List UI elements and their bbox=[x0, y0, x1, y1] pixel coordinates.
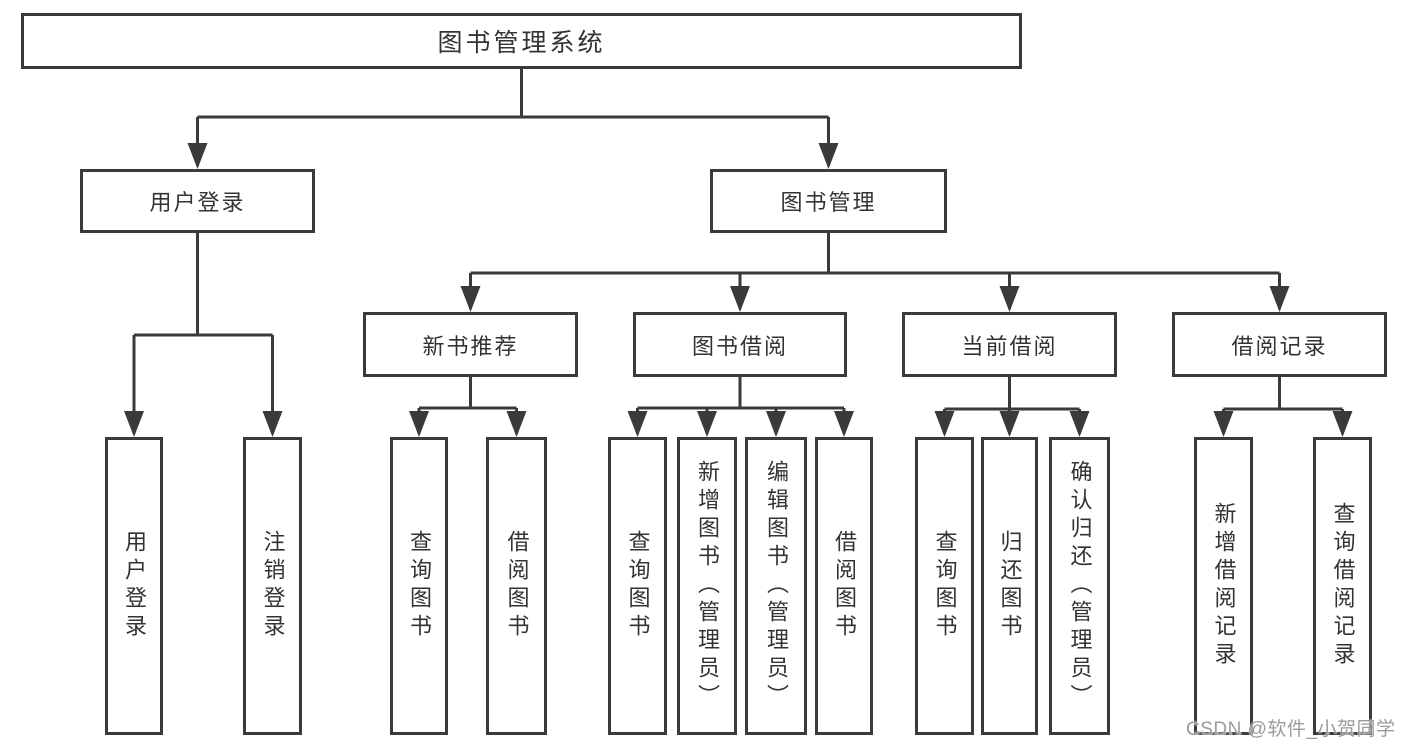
leaf-return-books: 归还图书 bbox=[981, 437, 1038, 735]
arrowhead bbox=[1213, 411, 1234, 437]
arrowhead bbox=[730, 286, 750, 312]
leaf-query-books-1: 查询图书 bbox=[390, 437, 448, 735]
leaf-query-books-3-label: 查询图书 bbox=[932, 530, 958, 642]
connector-root-to-level2 bbox=[196, 69, 830, 166]
arrowhead bbox=[999, 411, 1020, 437]
node-user-login: 用户登录 bbox=[80, 169, 315, 233]
node-new-book-recommend-label: 新书推荐 bbox=[422, 333, 519, 359]
leaf-confirm-return-admin: 确认归还（管理员） bbox=[1049, 437, 1110, 735]
node-current-borrow-label: 当前借阅 bbox=[961, 333, 1058, 359]
arrowhead bbox=[1269, 286, 1290, 312]
node-root: 图书管理系统 bbox=[21, 13, 1022, 69]
node-current-borrow: 当前借阅 bbox=[902, 312, 1117, 377]
arrowhead bbox=[262, 411, 283, 437]
arrowhead bbox=[697, 411, 717, 437]
arrowhead bbox=[1069, 411, 1090, 437]
connector-newbooks-to-leaves bbox=[417, 377, 518, 434]
arrowhead bbox=[409, 411, 429, 437]
leaf-edit-books-admin: 编辑图书（管理员） bbox=[745, 437, 807, 735]
node-book-borrow: 图书借阅 bbox=[633, 312, 847, 377]
node-root-label: 图书管理系统 bbox=[437, 29, 606, 57]
connector-records-to-leaves bbox=[1222, 377, 1344, 434]
leaf-borrow-books-2-label: 借阅图书 bbox=[832, 530, 857, 642]
connector-bookmgmt-to-level3 bbox=[469, 233, 1281, 309]
arrowhead bbox=[834, 411, 854, 437]
leaf-return-books-label: 归还图书 bbox=[997, 530, 1023, 642]
connector-userlogin-to-leaves bbox=[132, 233, 274, 434]
node-borrow-records: 借阅记录 bbox=[1172, 312, 1387, 377]
leaf-edit-books-admin-label: 编辑图书（管理员） bbox=[764, 460, 789, 712]
leaf-query-books-2: 查询图书 bbox=[608, 437, 667, 735]
arrowhead bbox=[818, 143, 839, 169]
leaf-borrow-books-2: 借阅图书 bbox=[815, 437, 873, 735]
leaf-user-login-label: 用户登录 bbox=[122, 530, 147, 642]
leaf-add-borrow-record: 新增借阅记录 bbox=[1194, 437, 1253, 735]
leaf-query-books-2-label: 查询图书 bbox=[625, 530, 651, 642]
arrowhead bbox=[124, 411, 144, 437]
arrowhead bbox=[934, 411, 955, 437]
leaf-borrow-books-1: 借阅图书 bbox=[486, 437, 547, 735]
leaf-logout: 注销登录 bbox=[243, 437, 302, 735]
node-user-login-label: 用户登录 bbox=[149, 190, 246, 215]
leaf-logout-label: 注销登录 bbox=[260, 530, 286, 642]
leaf-user-login: 用户登录 bbox=[105, 437, 163, 735]
arrowhead bbox=[506, 411, 527, 437]
leaf-add-books-admin: 新增图书（管理员） bbox=[677, 437, 737, 735]
leaf-add-books-admin-label: 新增图书（管理员） bbox=[695, 460, 720, 712]
arrowhead bbox=[999, 286, 1020, 312]
arrowhead bbox=[766, 411, 786, 437]
leaf-confirm-return-admin-label: 确认归还（管理员） bbox=[1067, 460, 1093, 712]
leaf-query-borrow-record-label: 查询借阅记录 bbox=[1330, 502, 1356, 670]
arrowhead bbox=[460, 286, 481, 312]
node-book-management: 图书管理 bbox=[710, 169, 947, 233]
arrowhead bbox=[1332, 411, 1353, 437]
node-book-management-label: 图书管理 bbox=[780, 190, 877, 215]
leaf-query-borrow-record: 查询借阅记录 bbox=[1313, 437, 1372, 735]
leaf-query-books-3: 查询图书 bbox=[915, 437, 974, 735]
arrowhead bbox=[627, 411, 648, 437]
arrowhead bbox=[187, 143, 208, 169]
leaf-add-borrow-record-label: 新增借阅记录 bbox=[1211, 502, 1237, 670]
node-book-borrow-label: 图书借阅 bbox=[691, 333, 788, 359]
node-borrow-records-label: 借阅记录 bbox=[1231, 333, 1328, 359]
leaf-query-books-1-label: 查询图书 bbox=[407, 530, 432, 642]
connector-borrow-to-leaves bbox=[636, 377, 846, 434]
watermark: CSDN @软件_小贺同学 bbox=[1186, 719, 1396, 740]
node-new-book-recommend: 新书推荐 bbox=[363, 312, 578, 377]
leaf-borrow-books-1-label: 借阅图书 bbox=[504, 530, 530, 642]
